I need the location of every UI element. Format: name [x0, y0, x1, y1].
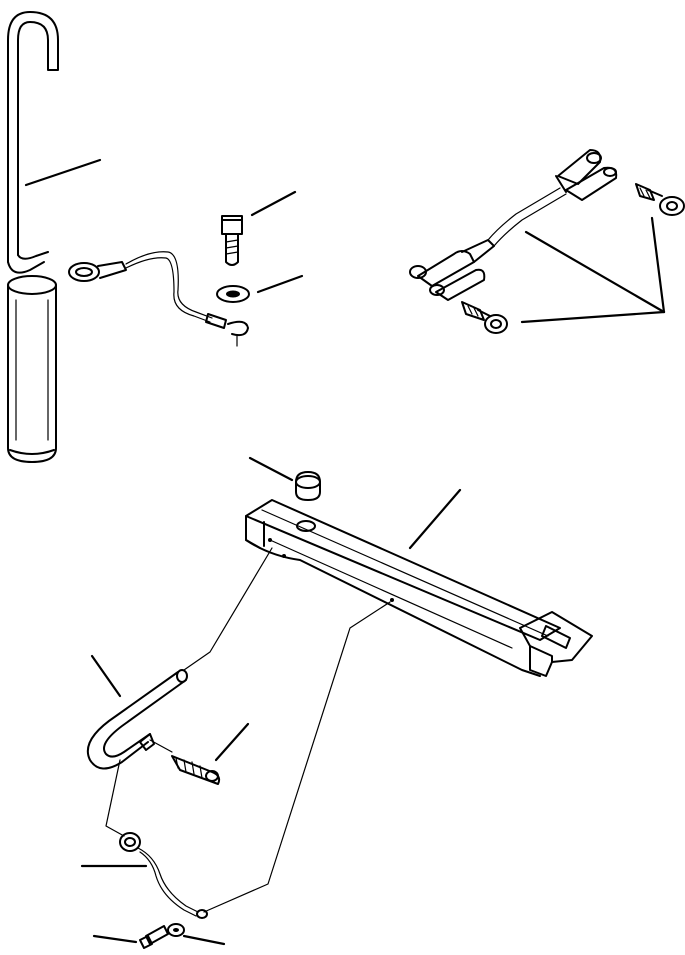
drawbar-frame: [245, 499, 593, 677]
cap-plug: [295, 471, 321, 501]
leader-line-spring-clip: [214, 722, 250, 762]
clevis-pin-assembly: [409, 149, 618, 301]
eye-bolts: [461, 183, 685, 334]
leader-line-small-bolt: [92, 934, 138, 944]
washer: [216, 285, 250, 303]
leader-line-drawbar: [408, 488, 462, 550]
leader-line-bolt: [250, 190, 297, 217]
leader-line-cap-plug: [248, 456, 294, 482]
hook-pin: [86, 669, 188, 770]
small-bolt: [139, 925, 169, 949]
lanyard-ring: [119, 832, 208, 919]
pin-with-hook-handle: [7, 11, 59, 463]
leader-line-small-washer: [182, 934, 226, 946]
leader-line-washer: [256, 274, 304, 294]
snap-ring: [227, 320, 249, 347]
small-washer: [167, 923, 185, 937]
cap-and-lanyard-cable: [68, 251, 227, 329]
leader-line-pin: [24, 158, 102, 187]
assembly-phantom-lines: [105, 547, 391, 913]
bolt: [221, 215, 243, 266]
spring-clip: [171, 755, 221, 785]
leader-line-hook-pin: [90, 654, 122, 698]
leader-lines-clevis: [520, 216, 666, 324]
